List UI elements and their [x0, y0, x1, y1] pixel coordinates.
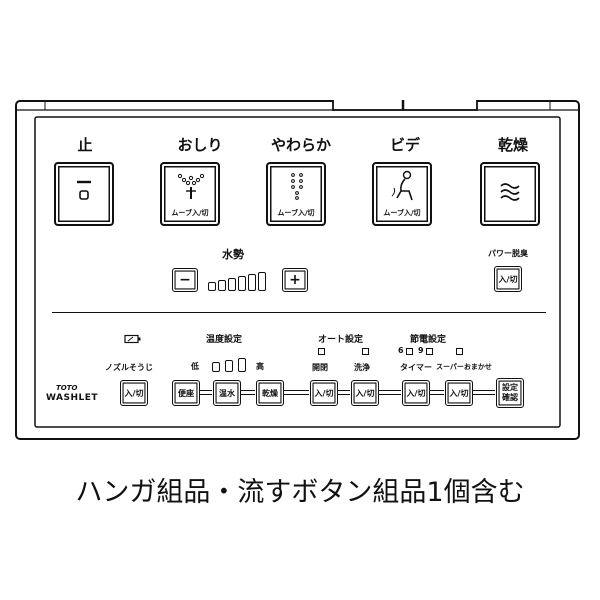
- product-caption: ハンガ組品・流すボタン組品1個含む: [75, 477, 525, 508]
- flush-led: [362, 348, 369, 355]
- bidet-spray-icon: [177, 173, 205, 199]
- water-temp-button[interactable]: 温水: [213, 380, 241, 406]
- auto-flush-button[interactable]: 入/切: [351, 380, 379, 406]
- temp-low-label: 低: [191, 362, 199, 371]
- connector: [241, 390, 255, 395]
- temp-high-label: 高: [256, 362, 264, 371]
- auto-settings-label: オート設定: [318, 335, 364, 345]
- temperature-settings-label: 温度設定: [206, 335, 243, 345]
- water-level-bar-1: [208, 282, 216, 291]
- seat-temp-button[interactable]: 便座: [172, 380, 200, 406]
- nozzle-clean-button[interactable]: 入/切: [120, 380, 148, 406]
- super-eco-led: [456, 348, 463, 355]
- eco-6h-label: 6: [398, 346, 404, 355]
- timer-label: タイマー: [400, 363, 432, 372]
- eco-9h-led: [426, 348, 433, 355]
- temp-level-bar-1: [212, 362, 220, 372]
- connector: [430, 390, 444, 395]
- flush-label: 洗浄: [354, 363, 370, 372]
- water-level-bar-5: [248, 274, 256, 291]
- water-level-bar-6: [258, 272, 266, 291]
- power-deodorize-button[interactable]: 入/切: [494, 266, 522, 292]
- settings-confirm-line2: 確認: [502, 393, 518, 402]
- rear-move-label: ムーブ入/切: [171, 209, 209, 217]
- settings-confirm-line1: 設定: [502, 383, 518, 392]
- dry-wave-icon: [500, 183, 520, 201]
- eco-settings-label: 節電設定: [410, 335, 447, 345]
- bidet-button[interactable]: ムーブ入/切: [372, 162, 432, 226]
- water-pressure-label: 水勢: [222, 248, 244, 261]
- panel-divider: [52, 312, 546, 313]
- soft-wash-label: やわらか: [270, 136, 331, 154]
- dry-button[interactable]: [480, 162, 540, 226]
- soft-move-label: ムーブ入/切: [277, 209, 315, 217]
- nozzle-clean-label: ノズルそうじ: [105, 363, 153, 372]
- brand-toto: TOTO: [56, 384, 78, 392]
- water-minus-button[interactable]: −: [172, 268, 198, 292]
- water-level-bar-3: [228, 278, 236, 291]
- connector: [200, 390, 212, 395]
- connector: [338, 390, 350, 395]
- soft-wash-button[interactable]: ムーブ入/切: [266, 162, 326, 226]
- water-level-bar-2: [218, 280, 226, 291]
- open-close-label: 開閉: [312, 363, 328, 372]
- dry-temp-button[interactable]: 乾燥: [256, 380, 284, 406]
- woman-bidet-icon: [391, 170, 413, 201]
- water-level-bar-4: [238, 276, 246, 291]
- connector: [473, 390, 495, 395]
- water-plus-button[interactable]: +: [282, 268, 308, 292]
- super-eco-button[interactable]: 入/切: [445, 380, 473, 406]
- brand-washlet: WASHLET: [46, 393, 99, 403]
- eco-timer-button[interactable]: 入/切: [402, 380, 430, 406]
- dry-label: 乾燥: [497, 136, 528, 154]
- auto-open-close-button[interactable]: 入/切: [310, 380, 338, 406]
- eco-6h-led: [406, 348, 413, 355]
- stop-label: 止: [77, 136, 93, 154]
- battery-icon: [124, 334, 141, 344]
- temp-level-bar-2: [225, 360, 233, 372]
- connector: [284, 390, 309, 395]
- rear-wash-label: おしり: [177, 136, 223, 154]
- power-deodorize-label: パワー脱臭: [488, 249, 528, 258]
- eco-9h-label: 9: [418, 346, 424, 355]
- rear-wash-button[interactable]: ムーブ入/切: [160, 162, 220, 226]
- temp-level-bar-3: [238, 358, 246, 372]
- stop-button[interactable]: [54, 162, 114, 226]
- settings-confirm-button[interactable]: 設定 確認: [496, 378, 524, 408]
- open-close-led: [318, 348, 325, 355]
- super-eco-label: スーパーおまかせ: [436, 363, 492, 371]
- soft-spray-icon: [291, 173, 303, 200]
- bidet-move-label: ムーブ入/切: [383, 209, 421, 217]
- connector: [379, 390, 401, 395]
- bidet-label: ビデ: [389, 136, 420, 154]
- stop-icon: [77, 180, 91, 200]
